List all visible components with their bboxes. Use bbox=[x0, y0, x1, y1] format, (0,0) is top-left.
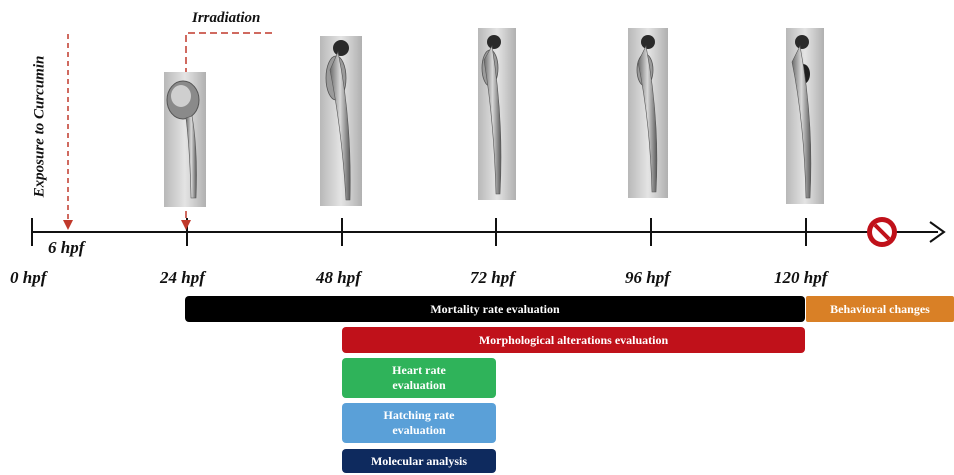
zebrafish-larva-image bbox=[164, 72, 206, 207]
molecular-bar: Molecular analysis bbox=[342, 449, 496, 473]
molecular-bar-label: Molecular analysis bbox=[371, 454, 467, 469]
tick-label-48: 48 hpf bbox=[316, 268, 361, 288]
tick-label-24: 24 hpf bbox=[160, 268, 205, 288]
exposure-arrow-head bbox=[63, 220, 73, 230]
tick-label-0: 0 hpf bbox=[10, 268, 46, 288]
early-exposure-mark: 6 hpf bbox=[48, 238, 84, 258]
mortality-bar: Mortality rate evaluation bbox=[185, 296, 805, 322]
zebrafish-larva-image bbox=[478, 28, 516, 200]
heart-rate-bar-label: Heart rate evaluation bbox=[374, 363, 464, 393]
irradiation-arrow-head bbox=[181, 220, 191, 230]
behavioral-bar-label: Behavioral changes bbox=[830, 302, 930, 317]
mortality-bar-label: Mortality rate evaluation bbox=[430, 302, 559, 317]
heart-rate-bar: Heart rate evaluation bbox=[342, 358, 496, 398]
zebrafish-larva-image bbox=[320, 36, 362, 206]
tick-label-96: 96 hpf bbox=[625, 268, 670, 288]
exposure-label: Exposure to Curcumin bbox=[32, 37, 49, 217]
zebrafish-larva-image bbox=[628, 28, 668, 198]
no-entry-icon bbox=[867, 217, 897, 247]
hatching-rate-bar: Hatching rate evaluation bbox=[342, 403, 496, 443]
hatching-rate-bar-label: Hatching rate evaluation bbox=[364, 408, 474, 438]
behavioral-bar: Behavioral changes bbox=[806, 296, 954, 322]
morphological-bar-label: Morphological alterations evaluation bbox=[479, 333, 668, 348]
tick-label-120: 120 hpf bbox=[774, 268, 827, 288]
irradiation-label: Irradiation bbox=[192, 10, 260, 27]
tick-label-72: 72 hpf bbox=[470, 268, 515, 288]
zebrafish-larva-image bbox=[786, 28, 824, 204]
morphological-bar: Morphological alterations evaluation bbox=[342, 327, 805, 353]
